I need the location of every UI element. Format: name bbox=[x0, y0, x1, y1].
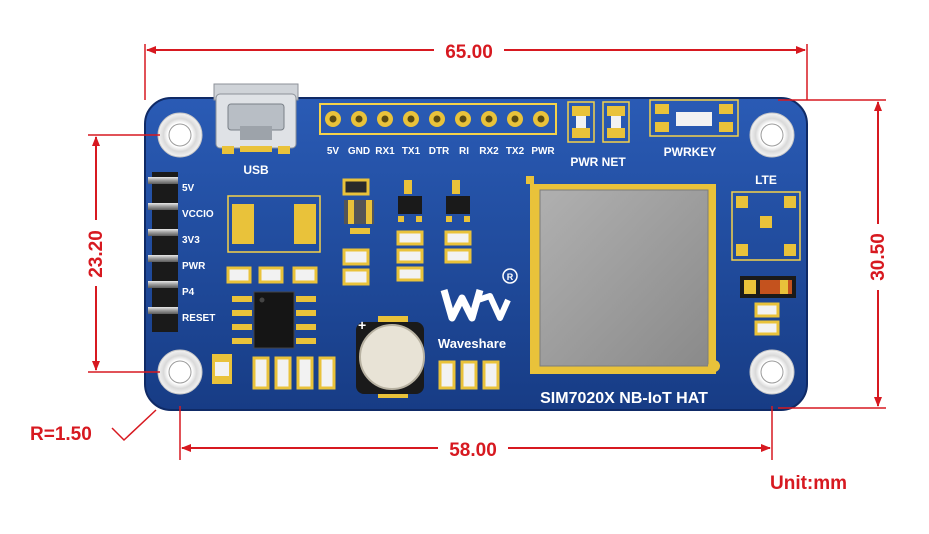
side-pin-label: 3V3 bbox=[182, 235, 200, 246]
pwr-net-label: PWR NET bbox=[570, 155, 626, 169]
side-pin-label: RESET bbox=[182, 313, 215, 324]
side-pin-label: VCCIO bbox=[182, 209, 214, 220]
soic-chip bbox=[232, 291, 316, 349]
dimension-30-50: 30.50 bbox=[778, 99, 890, 409]
mounting-holes bbox=[157, 112, 795, 395]
brand-name: Waveshare bbox=[438, 336, 506, 351]
dimension-radius: R=1.50 bbox=[30, 409, 157, 445]
sim7020-module bbox=[530, 184, 720, 374]
dimension-height-right: 30.50 bbox=[868, 233, 889, 281]
bottom-passives bbox=[212, 354, 500, 390]
svg-text:+: + bbox=[358, 317, 366, 333]
lte-antenna-connector bbox=[731, 191, 801, 261]
header-pin-label: RX2 bbox=[479, 146, 499, 157]
status-leds bbox=[567, 101, 630, 143]
dimension-width-bottom: 58.00 bbox=[449, 440, 497, 461]
header-pin-label: RI bbox=[459, 146, 469, 157]
side-pin-labels: 5V VCCIO 3V3 PWR P4 RESET bbox=[182, 183, 215, 324]
header-pin-label: DTR bbox=[429, 146, 450, 157]
pwrkey-switch bbox=[649, 99, 739, 137]
side-pin-header bbox=[148, 172, 178, 332]
header-pin-label: TX1 bbox=[402, 146, 421, 157]
lte-label: LTE bbox=[755, 173, 777, 187]
passive-components bbox=[226, 176, 534, 286]
dimension-23-20: 23.20 bbox=[84, 134, 160, 373]
right-side-parts bbox=[740, 276, 796, 336]
header-pin-label: RX1 bbox=[375, 146, 395, 157]
tantalum-capacitor bbox=[227, 195, 321, 253]
side-pin-label: 5V bbox=[182, 183, 195, 194]
waveshare-logo: R bbox=[440, 268, 518, 322]
board-title: SIM7020X NB-IoT HAT bbox=[540, 390, 708, 407]
dimension-65: 65.00 bbox=[144, 38, 808, 100]
dimension-height-left: 23.20 bbox=[86, 230, 107, 278]
top-header-pads bbox=[319, 103, 557, 135]
header-pin-label: GND bbox=[348, 146, 370, 157]
header-pin-label: PWR bbox=[531, 146, 555, 157]
header-pin-label: 5V bbox=[327, 146, 340, 157]
radius-label: R=1.50 bbox=[30, 424, 92, 445]
top-header-labels: 5V GND RX1 TX1 DTR RI RX2 TX2 PWR bbox=[327, 146, 556, 157]
unit-label: Unit:mm bbox=[770, 473, 847, 494]
svg-text:R: R bbox=[507, 272, 514, 282]
usb-label: USB bbox=[243, 163, 269, 177]
pwrkey-label: PWRKEY bbox=[664, 145, 717, 159]
side-pin-label: PWR bbox=[182, 261, 206, 272]
dimension-width-top: 65.00 bbox=[445, 42, 493, 63]
side-pin-label: P4 bbox=[182, 287, 195, 298]
header-pin-label: TX2 bbox=[506, 146, 525, 157]
dimension-58: 58.00 bbox=[179, 406, 773, 461]
usb-connector bbox=[213, 83, 299, 154]
coin-cell-holder: + bbox=[356, 316, 425, 398]
